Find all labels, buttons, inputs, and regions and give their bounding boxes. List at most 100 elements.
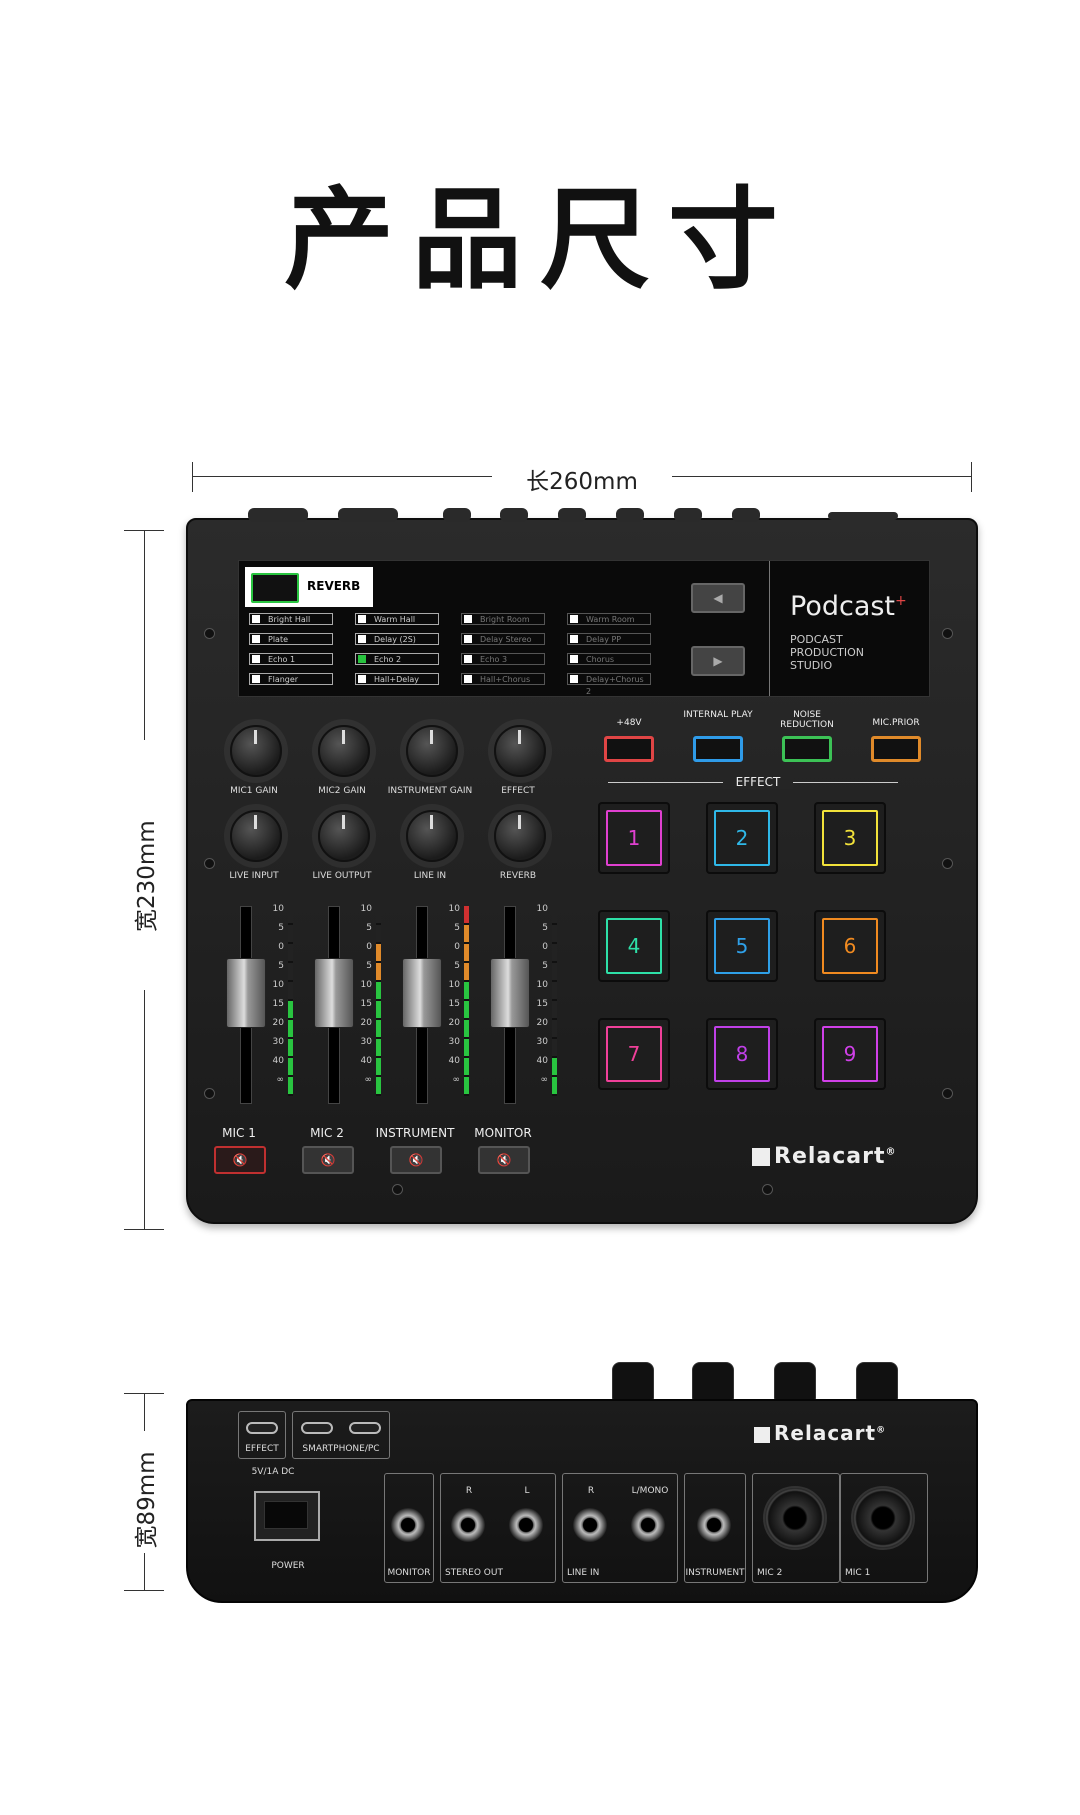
meter-segment <box>464 925 469 942</box>
power-switch[interactable] <box>254 1491 320 1541</box>
fader-cap[interactable] <box>490 958 530 1028</box>
fx-item[interactable]: Warm Room <box>567 613 651 625</box>
effect-pad-1[interactable]: 1 <box>598 802 670 874</box>
meter-segment <box>288 1058 293 1075</box>
toggle-label: +48V <box>616 718 642 728</box>
fx-item[interactable]: Echo 1 <box>249 653 333 665</box>
fx-item[interactable]: Chorus <box>567 653 651 665</box>
instrument-mute-button[interactable]: 🔇 <box>390 1146 442 1174</box>
effect-pad-7[interactable]: 7 <box>598 1018 670 1090</box>
scale-tick: ∞ <box>452 1075 461 1085</box>
level-meter <box>376 906 381 1096</box>
monitor-mute-button[interactable]: 🔇 <box>478 1146 530 1174</box>
knob-label: REVERB <box>499 871 537 881</box>
fx-item[interactable]: Bright Room <box>461 613 545 625</box>
meter-segment <box>552 925 557 942</box>
meter-segment <box>376 963 381 980</box>
scale-tick: 10 <box>536 980 548 990</box>
phantom-power-button[interactable] <box>604 736 654 762</box>
effect-pad-3[interactable]: 3 <box>814 802 886 874</box>
mic2-gain-knob[interactable] <box>318 725 370 777</box>
fx-item[interactable]: Echo 3 <box>461 653 545 665</box>
reverb-selector[interactable]: REVERB <box>245 567 373 607</box>
pad-number: 5 <box>714 918 770 974</box>
scale-tick: 5 <box>454 961 460 971</box>
mic1-gain-knob[interactable] <box>230 725 282 777</box>
fx-item[interactable]: Delay PP <box>567 633 651 645</box>
mic-prior-button[interactable] <box>871 736 921 762</box>
monitor-jack[interactable] <box>391 1508 425 1542</box>
meter-segment <box>288 1077 293 1094</box>
toggle-label: NOISE REDUCTION <box>780 710 834 730</box>
r-label: R <box>587 1486 595 1496</box>
stereo-out-l-jack[interactable] <box>509 1508 543 1542</box>
usb-c-port[interactable] <box>246 1422 278 1434</box>
l-mono-label: L/MONO <box>631 1486 669 1496</box>
meter-segment <box>288 944 293 961</box>
meter-segment <box>376 1001 381 1018</box>
fx-item[interactable]: Bright Hall <box>249 613 333 625</box>
mic2-mute-button[interactable]: 🔇 <box>302 1146 354 1174</box>
pad-number: 1 <box>606 810 662 866</box>
meter-segment <box>464 1020 469 1037</box>
podcast-title: Podcast <box>790 591 896 622</box>
effect-knob[interactable] <box>494 725 546 777</box>
next-button[interactable]: ▶ <box>691 646 745 676</box>
effect-pad-4[interactable]: 4 <box>598 910 670 982</box>
effect-pad-5[interactable]: 5 <box>706 910 778 982</box>
meter-segment <box>288 1020 293 1037</box>
port-label: SMARTPHONE/PC <box>302 1444 380 1454</box>
effect-pad-2[interactable]: 2 <box>706 802 778 874</box>
mic2-port-box: MIC 2 <box>752 1473 840 1583</box>
scale-tick: 15 <box>360 999 372 1009</box>
meter-segment <box>376 1077 381 1094</box>
fx-item-active[interactable]: Echo 2 <box>355 653 439 665</box>
fx-item[interactable]: Hall+Chorus <box>461 673 545 685</box>
level-meter <box>552 906 557 1096</box>
usb-c-port[interactable] <box>301 1422 333 1434</box>
noise-reduction-button[interactable] <box>782 736 832 762</box>
effect-pad-9[interactable]: 9 <box>814 1018 886 1090</box>
fx-item[interactable]: Hall+Delay <box>355 673 439 685</box>
meter-segment <box>464 1077 469 1094</box>
internal-play-button[interactable] <box>693 736 743 762</box>
pad-number: 8 <box>714 1026 770 1082</box>
fx-item[interactable]: Delay Stereo <box>461 633 545 645</box>
fx-item[interactable]: Warm Hall <box>355 613 439 625</box>
scale-tick: 40 <box>360 1056 372 1066</box>
line-in-knob[interactable] <box>406 810 458 862</box>
meter-segment <box>288 982 293 999</box>
stereo-out-r-jack[interactable] <box>451 1508 485 1542</box>
fx-item[interactable]: Flanger <box>249 673 333 685</box>
fx-item[interactable]: Plate <box>249 633 333 645</box>
usb-c-port[interactable] <box>349 1422 381 1434</box>
live-output-knob[interactable] <box>318 810 370 862</box>
channel-label: MIC 1 <box>222 1126 256 1140</box>
mic2-xlr-combo[interactable] <box>763 1486 827 1550</box>
scale-tick: 30 <box>536 1037 548 1047</box>
scale-tick: 5 <box>454 923 460 933</box>
scale-tick: 10 <box>448 904 460 914</box>
port-label: LINE IN <box>567 1568 600 1578</box>
fx-item[interactable]: Delay (2S) <box>355 633 439 645</box>
mic1-xlr-combo[interactable] <box>851 1486 915 1550</box>
line-in-l-jack[interactable] <box>631 1508 665 1542</box>
effect-pad-8[interactable]: 8 <box>706 1018 778 1090</box>
fader-cap[interactable] <box>226 958 266 1028</box>
instrument-port-box: INSTRUMENT <box>684 1473 746 1583</box>
back-knob <box>856 1362 898 1400</box>
effect-pad-6[interactable]: 6 <box>814 910 886 982</box>
live-input-knob[interactable] <box>230 810 282 862</box>
fader-cap[interactable] <box>314 958 354 1028</box>
podcast-sub: PRODUCTION <box>790 646 864 659</box>
instrument-jack[interactable] <box>697 1508 731 1542</box>
prev-button[interactable]: ◀ <box>691 583 745 613</box>
fader-cap[interactable] <box>402 958 442 1028</box>
fx-item[interactable]: Delay+Chorus 2 <box>567 673 651 696</box>
reverb-knob[interactable] <box>494 810 546 862</box>
line-in-r-jack[interactable] <box>573 1508 607 1542</box>
scale-tick: 5 <box>542 961 548 971</box>
mic1-mute-button[interactable]: 🔇 <box>214 1146 266 1174</box>
instrument-gain-knob[interactable] <box>406 725 458 777</box>
meter-segment <box>376 1020 381 1037</box>
